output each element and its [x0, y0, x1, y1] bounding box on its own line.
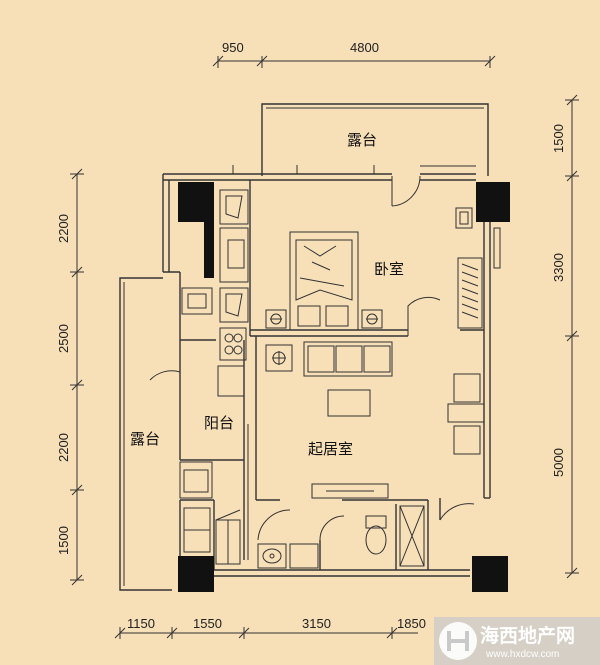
doors — [149, 175, 475, 541]
room-label-terrace-left: 露台 — [130, 430, 160, 448]
walls — [119, 103, 491, 591]
dim-left-2200-a: 2200 — [56, 214, 71, 243]
dimension-lines — [70, 55, 579, 639]
columns — [178, 182, 510, 592]
dim-bottom-1550: 1550 — [193, 616, 222, 631]
living-furniture — [265, 341, 485, 499]
bathroom-fixtures — [215, 505, 425, 569]
watermark: 海西地产网 www.hxdcw.com — [434, 617, 600, 665]
room-label-living: 起居室 — [308, 440, 353, 458]
watermark-name: 海西地产网 — [480, 624, 575, 647]
dim-bottom-1850: 1850 — [397, 616, 426, 631]
balcony-fixtures — [179, 424, 249, 560]
room-label-bedroom: 卧室 — [374, 260, 404, 278]
bedroom-furniture — [265, 207, 501, 331]
room-label-balcony: 阳台 — [204, 414, 234, 432]
room-label-terrace-top: 露台 — [347, 131, 377, 149]
dim-left-2500: 2500 — [56, 324, 71, 353]
dim-bottom-1150: 1150 — [127, 616, 155, 631]
watermark-url: www.hxdcw.com — [485, 649, 559, 660]
dim-left-1500: 1500 — [56, 526, 71, 555]
dim-bottom-3150: 3150 — [302, 616, 331, 631]
windows — [232, 165, 476, 174]
dim-right-3300: 3300 — [551, 253, 566, 282]
dim-right-1500: 1500 — [551, 124, 566, 153]
dim-left-2200-b: 2200 — [56, 433, 71, 462]
dim-top-4800: 4800 — [350, 40, 379, 55]
dim-right-5000: 5000 — [551, 448, 566, 477]
kitchen — [181, 189, 249, 397]
dim-top-950: 950 — [222, 40, 244, 55]
